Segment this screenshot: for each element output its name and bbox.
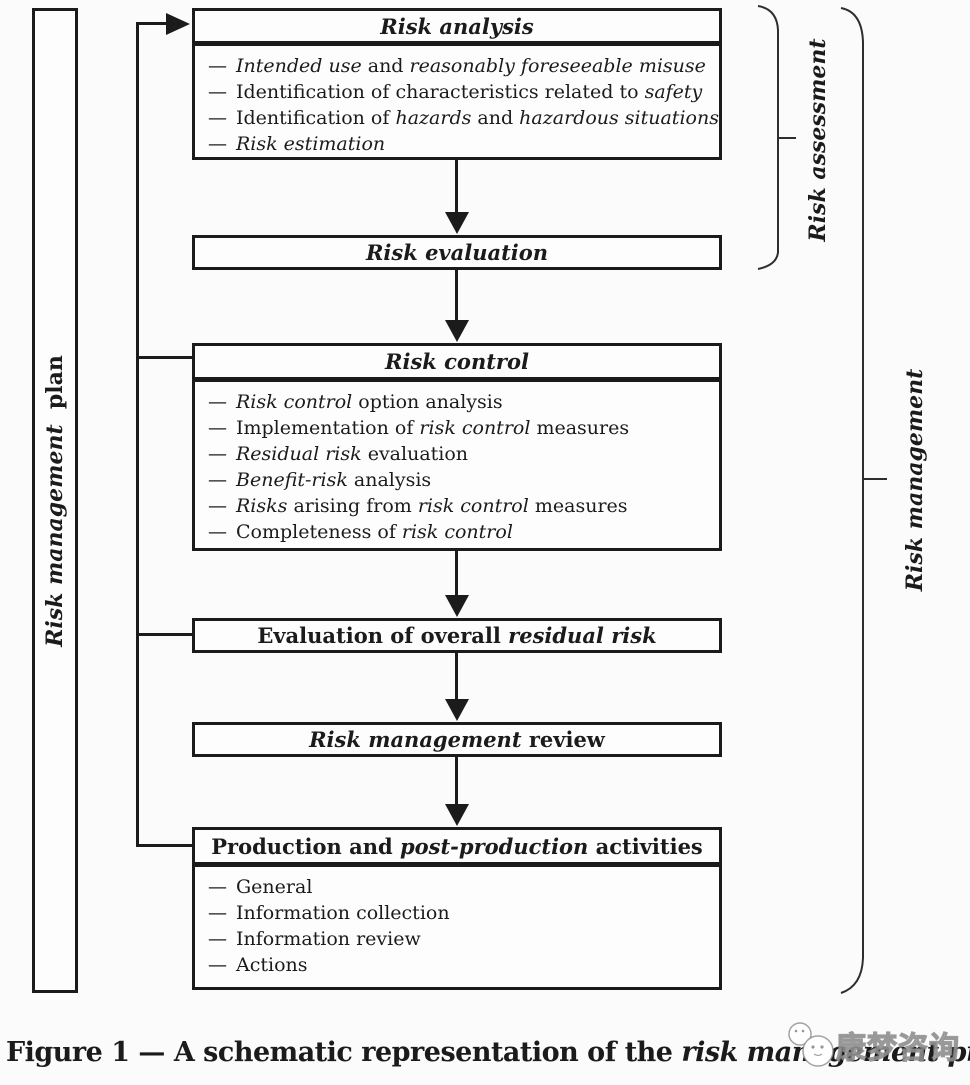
list-item: — Risk control option analysis <box>208 389 715 415</box>
list-item: — Identification of hazards and hazardous… <box>208 105 719 131</box>
item-text: Risks arising from risk control measures <box>236 495 628 517</box>
flow-arrow-line <box>455 757 458 806</box>
list-item: — Residual risk evaluation <box>208 441 715 467</box>
list-item: — Implementation of risk control measures <box>208 415 715 441</box>
feedback-arrowhead-icon <box>166 13 190 35</box>
branch-line-production <box>136 844 192 847</box>
box-risk-analysis-title: Risk analysis <box>195 11 719 46</box>
list-item: — General <box>208 874 715 900</box>
box-production: Production and post-production activitie… <box>192 827 722 990</box>
branch-line-overall-residual-risk <box>136 633 192 636</box>
item-text: Intended use and reasonably foreseeable … <box>236 55 706 77</box>
box-risk-control-title: Risk control <box>195 346 719 382</box>
flow-arrow-line <box>455 160 458 214</box>
item-dash: — <box>208 391 227 413</box>
list-item: — Identification of characteristics relat… <box>208 79 715 105</box>
risk-assessment-bracket <box>757 5 796 270</box>
item-text: General <box>236 876 313 898</box>
feedback-line-top <box>136 22 168 25</box>
box-risk-analysis: Risk analysis — Intended use and reasonab… <box>192 8 722 160</box>
item-text: Identification of hazards and hazardous … <box>236 107 719 129</box>
item-text: Implementation of risk control measures <box>236 417 630 439</box>
item-text: Information collection <box>236 902 450 924</box>
flow-arrowhead-icon <box>445 804 469 826</box>
item-text: Benefit-risk analysis <box>236 469 432 491</box>
box-risk-control-items: — Risk control option analysis — Implementa… <box>195 382 719 545</box>
item-dash: — <box>208 954 227 976</box>
box-production-items: — General — Information collection — Informat… <box>195 867 719 978</box>
figure-caption: Figure 1 — A schematic representation of… <box>6 1037 970 1068</box>
item-text: Actions <box>236 954 308 976</box>
flow-arrow-line <box>455 551 458 597</box>
watermark: 康梦咨询 <box>780 1014 970 1076</box>
item-dash: — <box>208 55 227 77</box>
item-text: Residual risk evaluation <box>236 443 469 465</box>
flow-arrowhead-icon <box>445 212 469 234</box>
item-dash: — <box>208 81 227 103</box>
item-dash: — <box>208 469 227 491</box>
flow-arrowhead-icon <box>445 320 469 342</box>
item-dash: — <box>208 443 227 465</box>
flow-arrow-line <box>455 270 458 322</box>
box-production-title: Production and post-production activitie… <box>195 830 719 867</box>
item-text: Risk estimation <box>236 133 386 155</box>
item-dash: — <box>208 876 227 898</box>
box-overall-residual-risk-title: Evaluation of overall residual risk <box>257 623 657 648</box>
item-dash: — <box>208 133 227 155</box>
box-risk-evaluation: Risk evaluation <box>192 235 722 270</box>
watermark-logo-icon <box>788 1022 834 1067</box>
list-item: — Completeness of risk control <box>208 519 715 545</box>
branch-line-risk-control <box>136 356 192 359</box>
list-item: — Actions <box>208 952 715 978</box>
list-item: — Benefit-risk analysis <box>208 467 715 493</box>
risk-management-plan-box: Risk management plan <box>32 8 78 993</box>
list-item: — Risks arising from risk control measure… <box>208 493 715 519</box>
item-text: Identification of characteristics relate… <box>236 81 703 103</box>
item-dash: — <box>208 902 227 924</box>
box-risk-control: Risk control — Risk control option analys… <box>192 343 722 551</box>
item-dash: — <box>208 495 227 517</box>
flow-arrow-line <box>455 653 458 701</box>
item-dash: — <box>208 107 227 129</box>
list-item: — Risk estimation <box>208 131 715 157</box>
watermark-text: 康梦咨询 <box>835 1030 960 1066</box>
item-text: Information review <box>236 928 421 950</box>
box-risk-analysis-items: — Intended use and reasonably foreseeable… <box>195 46 719 157</box>
item-text: Completeness of risk control <box>236 521 513 543</box>
box-risk-management-review: Risk management review <box>192 722 722 757</box>
risk-management-label: Risk management <box>902 368 928 592</box>
risk-management-plan-label: Risk management plan <box>42 354 68 647</box>
box-overall-residual-risk: Evaluation of overall residual risk <box>192 618 722 653</box>
list-item: — Information collection <box>208 900 715 926</box>
feedback-line-vertical <box>136 22 139 847</box>
risk-assessment-label: Risk assessment <box>805 38 831 242</box>
risk-management-bracket <box>840 7 887 994</box>
list-item: — Information review <box>208 926 715 952</box>
flow-arrowhead-icon <box>445 595 469 617</box>
item-dash: — <box>208 928 227 950</box>
item-dash: — <box>208 521 227 543</box>
item-dash: — <box>208 417 227 439</box>
box-risk-evaluation-title: Risk evaluation <box>365 240 549 265</box>
item-text: Risk control option analysis <box>236 391 503 413</box>
box-risk-management-review-title: Risk management review <box>309 727 605 752</box>
list-item: — Intended use and reasonably foreseeable… <box>208 53 715 79</box>
flow-arrowhead-icon <box>445 699 469 721</box>
